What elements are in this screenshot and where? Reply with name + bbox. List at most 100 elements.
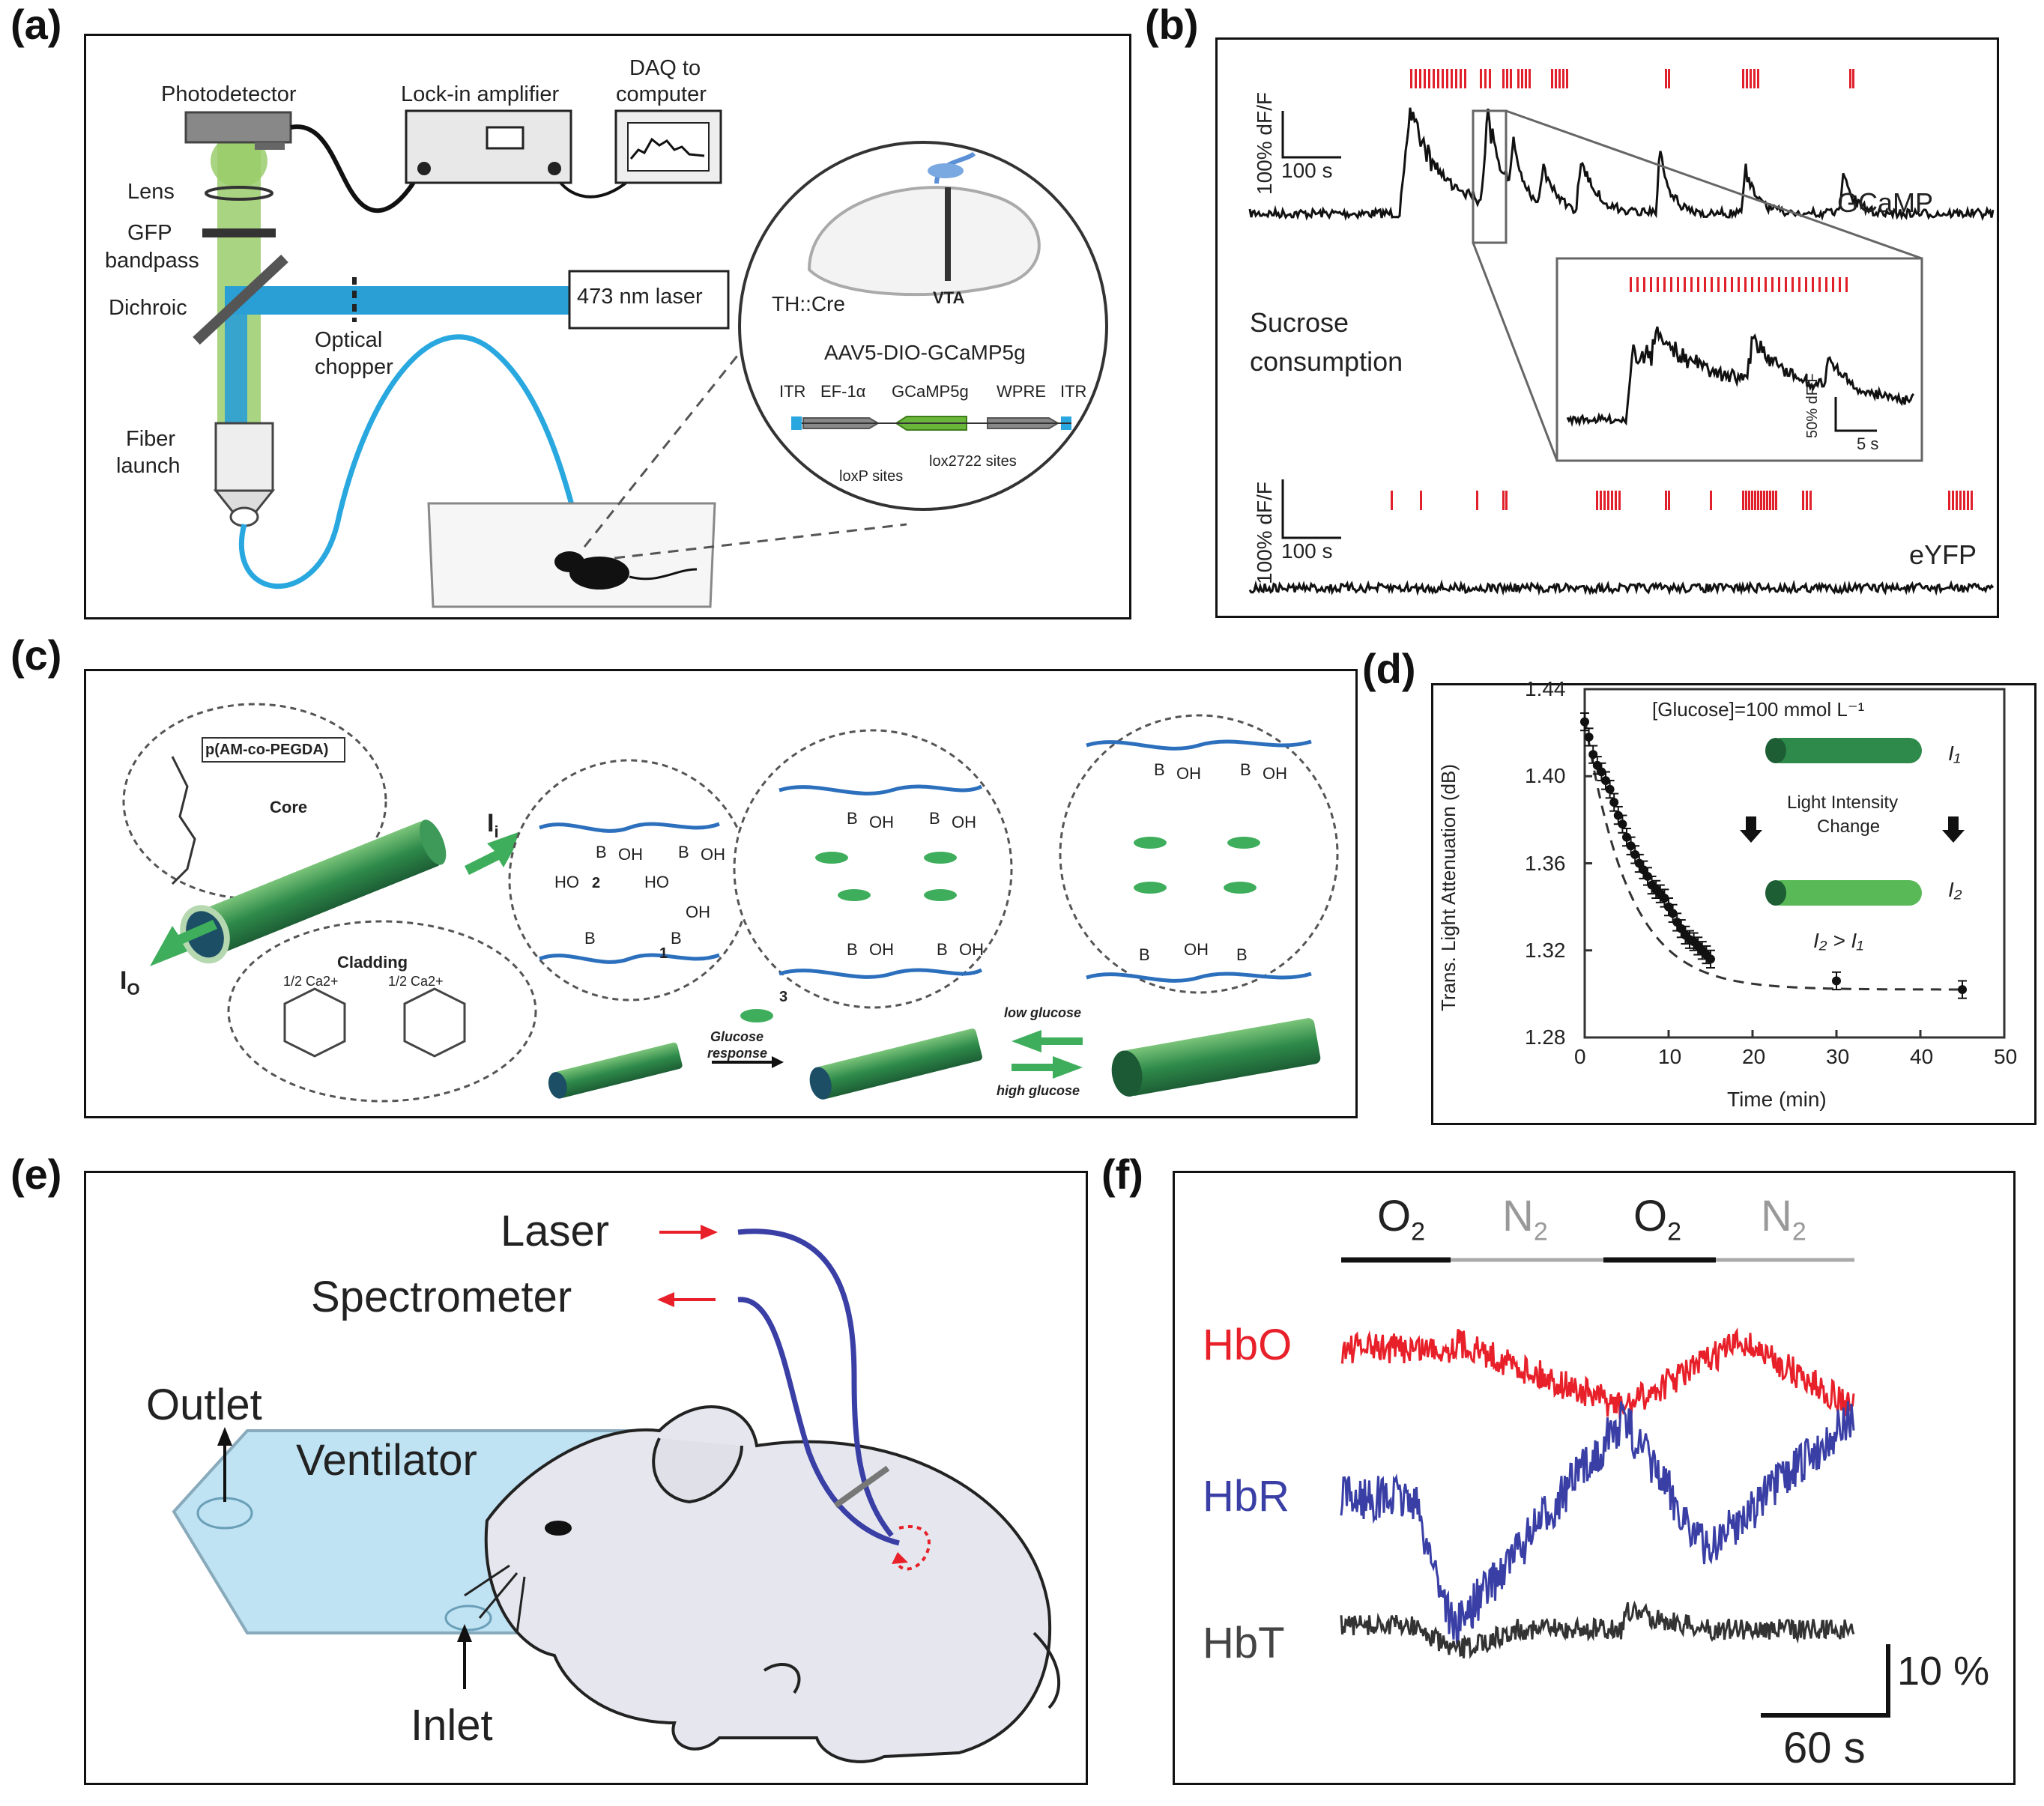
chem-oh-5: OH bbox=[952, 813, 976, 831]
y-tick-label: 1.28 bbox=[1525, 1025, 1566, 1049]
label-ventilator: Ventilator bbox=[296, 1436, 477, 1485]
label-loxp: loxP sites bbox=[839, 468, 904, 485]
label-laser: 473 nm laser bbox=[577, 285, 703, 309]
chem-oh-9: OH bbox=[1263, 764, 1287, 783]
gas-label-n2-2: N2 bbox=[1761, 1192, 1806, 1246]
label-b-scale-y-bottom: 100% dF/F bbox=[1253, 482, 1276, 584]
label-hbt: HbT bbox=[1203, 1619, 1285, 1667]
label-laser: Laser bbox=[501, 1207, 610, 1255]
panel-e-frame bbox=[84, 1171, 1088, 1785]
y-tick-label: 1.40 bbox=[1525, 764, 1566, 788]
d-change-2: Change bbox=[1817, 816, 1881, 837]
label-gfp-1: GFP bbox=[127, 221, 172, 245]
chem-oh-3: OH bbox=[686, 903, 710, 921]
x-tick-label: 50 bbox=[1994, 1045, 2018, 1068]
chem-b-7: B bbox=[847, 940, 858, 959]
label-num3: 3 bbox=[779, 989, 788, 1005]
panel-d-letter: (d) bbox=[1362, 645, 1416, 692]
d-xlabel: Time (min) bbox=[1727, 1088, 1827, 1111]
panel-f-frame bbox=[1173, 1171, 2016, 1785]
label-io: IO bbox=[120, 966, 140, 999]
chem-ho-1: HO bbox=[554, 873, 579, 891]
label-num2: 2 bbox=[592, 875, 601, 891]
label-photodetector: Photodetector bbox=[161, 82, 297, 106]
d-i1: I₁ bbox=[1948, 742, 1961, 765]
gas-label-o2-2: O2 bbox=[1633, 1192, 1682, 1246]
chem-b-9: B bbox=[1154, 760, 1165, 779]
label-aav: AAV5-DIO-GCaMP5g bbox=[824, 341, 1026, 364]
chem-b-2: B bbox=[678, 843, 689, 861]
label-core: Core bbox=[270, 798, 308, 816]
label-polymer: p(AM-co-PEGDA) bbox=[205, 742, 329, 758]
x-tick-label: 0 bbox=[1574, 1045, 1586, 1068]
chem-b-10: B bbox=[1240, 760, 1251, 779]
x-tick-label: 20 bbox=[1742, 1045, 1766, 1068]
label-glucose-response-1: Glucose bbox=[710, 1029, 764, 1044]
chem-oh-2: OH bbox=[701, 845, 725, 864]
label-chopper-2: chopper bbox=[315, 355, 393, 379]
label-lens: Lens bbox=[127, 180, 175, 204]
label-wpre: WPRE bbox=[997, 382, 1046, 401]
label-sucrose-2: consumption bbox=[1250, 346, 1403, 377]
label-itr-right: ITR bbox=[1060, 382, 1087, 401]
label-outlet: Outlet bbox=[146, 1381, 262, 1429]
label-itr-left: ITR bbox=[779, 382, 806, 401]
chem-oh-8: OH bbox=[1176, 764, 1201, 783]
label-chopper-1: Optical bbox=[315, 328, 383, 352]
chem-ho-2: HO bbox=[644, 873, 669, 891]
label-inset-scale-y: 50% dF/F bbox=[1804, 373, 1821, 438]
panel-b-letter: (b) bbox=[1145, 1, 1199, 48]
chem-b-1: B bbox=[596, 843, 607, 861]
chem-b-4: B bbox=[671, 929, 682, 948]
panel-e-letter: (e) bbox=[10, 1151, 62, 1198]
y-tick-label: 1.32 bbox=[1525, 938, 1566, 962]
panel-c-letter: (c) bbox=[10, 631, 62, 679]
label-hbo: HbO bbox=[1203, 1321, 1292, 1369]
label-eyfp: eYFP bbox=[1909, 539, 1977, 570]
label-ef1a: EF-1α bbox=[820, 382, 866, 401]
label-hbr: HbR bbox=[1203, 1472, 1290, 1521]
label-fiber-2: launch bbox=[116, 454, 181, 478]
label-b-scale-y-top: 100% dF/F bbox=[1253, 92, 1276, 195]
label-ca-right: 1/2 Ca2+ bbox=[388, 974, 444, 989]
panel-a-letter: (a) bbox=[10, 1, 62, 48]
x-tick-label: 10 bbox=[1658, 1045, 1682, 1068]
label-glucose-response-2: response bbox=[707, 1046, 768, 1061]
x-tick-label: 40 bbox=[1910, 1045, 1934, 1068]
label-gfp-2: bandpass bbox=[105, 249, 199, 273]
label-thcre: TH::Cre bbox=[772, 292, 845, 315]
x-tick-label: 30 bbox=[1826, 1045, 1850, 1068]
d-change-1: Light Intensity bbox=[1787, 793, 1899, 813]
chem-b-8: B bbox=[937, 940, 948, 959]
d-relation: I₂ > I₁ bbox=[1813, 929, 1863, 952]
chem-oh-1: OH bbox=[618, 845, 643, 864]
label-low-glucose: low glucose bbox=[1004, 1005, 1082, 1020]
label-gcamp: GCaMP bbox=[1837, 187, 1934, 218]
y-tick-label: 1.36 bbox=[1525, 851, 1566, 875]
label-cladding: Cladding bbox=[337, 953, 408, 972]
chem-b-3: B bbox=[584, 929, 596, 948]
chem-b-5: B bbox=[847, 809, 858, 828]
chem-oh-10: OH bbox=[1184, 940, 1209, 959]
label-lox2722: lox2722 sites bbox=[929, 453, 1017, 470]
panel-d-frame bbox=[1431, 683, 2037, 1125]
label-b-scale-x-top: 100 s bbox=[1281, 159, 1333, 182]
chem-oh-4: OH bbox=[869, 813, 894, 831]
label-sucrose-1: Sucrose bbox=[1250, 307, 1349, 338]
gas-label-n2-1: N2 bbox=[1502, 1192, 1548, 1246]
label-f-scale-y: 10 % bbox=[1897, 1649, 1990, 1694]
chem-oh-6: OH bbox=[869, 940, 894, 959]
label-gcamp5g: GCaMP5g bbox=[892, 382, 969, 401]
label-spectrometer: Spectrometer bbox=[311, 1273, 572, 1321]
chem-oh-7: OH bbox=[959, 940, 984, 959]
label-f-scale-x: 60 s bbox=[1783, 1724, 1866, 1772]
d-i2: I₂ bbox=[1948, 878, 1962, 901]
label-dichroic: Dichroic bbox=[109, 296, 187, 320]
label-daq-1: DAQ to bbox=[629, 56, 701, 80]
label-inset-scale-x: 5 s bbox=[1857, 434, 1879, 453]
d-ylabel: Trans. Light Attenuation (dB) bbox=[1437, 763, 1460, 1011]
label-ii: Ii bbox=[487, 809, 499, 841]
label-daq-2: computer bbox=[616, 82, 707, 106]
label-lockin: Lock-in amplifier bbox=[401, 82, 560, 106]
label-fiber-1: Fiber bbox=[126, 427, 176, 451]
